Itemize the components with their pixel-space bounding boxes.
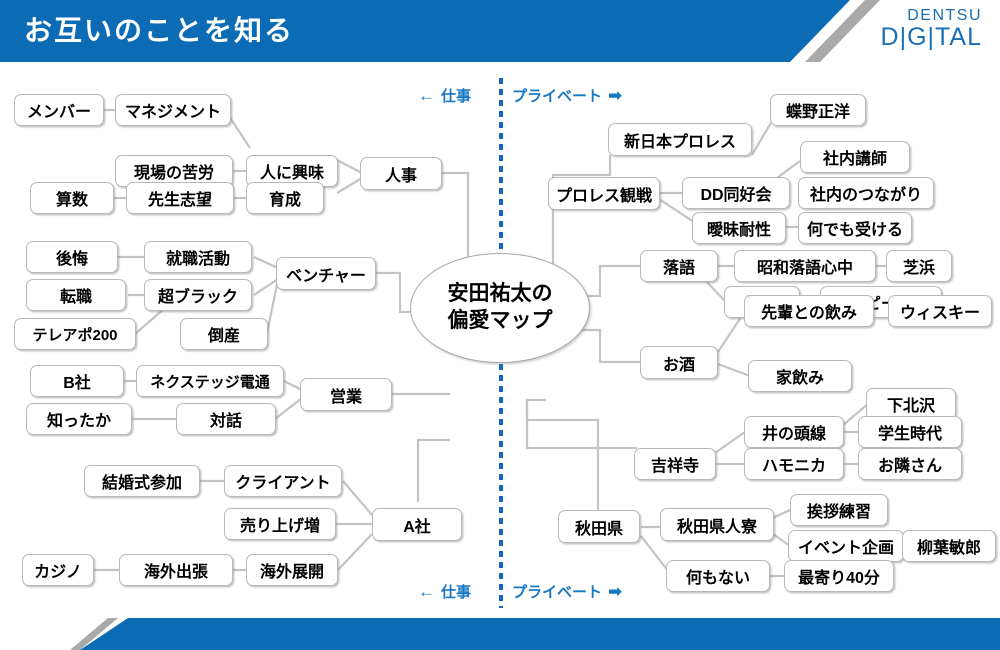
label-work-top: ← 仕事 <box>418 85 471 106</box>
arrow-right-icon: ➡ <box>608 86 623 105</box>
node-shibahama[interactable]: 芝浜 <box>886 250 952 282</box>
node-shanai-koushi[interactable]: 社内講師 <box>800 141 910 173</box>
node-casino[interactable]: カジノ <box>22 554 94 586</box>
node-kaigai-tenkai[interactable]: 海外展開 <box>246 554 338 586</box>
center-node-line1: 安田祐太の <box>447 282 553 306</box>
node-a-sha[interactable]: A社 <box>372 508 462 541</box>
label-private-top-text: プライベート <box>512 88 603 105</box>
label-work-bottom: ← 仕事 <box>418 581 471 602</box>
node-gakusei-jidai[interactable]: 学生時代 <box>858 416 962 448</box>
logo-text-dentsu: DENTSU <box>907 7 982 24</box>
center-node-line2: 偏愛マップ <box>447 309 553 332</box>
node-shittaka[interactable]: 知ったか <box>26 403 132 435</box>
node-shimokita[interactable]: 下北沢 <box>866 388 956 420</box>
dentsu-digital-logo: DENTSU D|G|TAL <box>881 8 982 50</box>
label-private-top: プライベート ➡ <box>512 85 622 106</box>
node-aisatsu[interactable]: 挨拶練習 <box>790 494 888 526</box>
node-inokashira[interactable]: 井の頭線 <box>744 416 844 448</box>
node-shuushoku[interactable]: 就職活動 <box>144 241 252 273</box>
node-taiwa[interactable]: 対話 <box>176 403 276 435</box>
node-telapo[interactable]: テレアポ200 <box>14 318 136 350</box>
label-work-bottom-text: 仕事 <box>441 584 472 601</box>
node-whisky[interactable]: ウィスキー <box>888 295 992 327</box>
logo-text-digital: D|G|TAL <box>880 23 982 51</box>
node-eigyou[interactable]: 営業 <box>300 378 392 411</box>
center-node[interactable]: 安田祐太の 偏愛マップ <box>410 253 590 363</box>
node-uriage[interactable]: 売り上げ増 <box>224 508 336 540</box>
node-puroresu-kansen[interactable]: プロレス観戦 <box>548 177 660 210</box>
node-kekkonshiki[interactable]: 結婚式参加 <box>84 465 200 497</box>
node-sensei-shibou[interactable]: 先生志望 <box>126 182 234 214</box>
node-ikusei[interactable]: 育成 <box>246 182 324 214</box>
node-member[interactable]: メンバー <box>14 94 104 126</box>
node-b-sha[interactable]: B社 <box>30 365 124 397</box>
node-nanimonai[interactable]: 何もない <box>666 560 770 592</box>
node-senpai-nomi[interactable]: 先輩との飲み <box>744 295 874 327</box>
footer-bar <box>80 618 1000 650</box>
node-osake[interactable]: お酒 <box>640 346 718 379</box>
node-nandemo-ukeru[interactable]: 何でも受ける <box>798 212 912 244</box>
label-private-bottom-text: プライベート <box>512 584 603 601</box>
node-dd-doukoukai[interactable]: DD同好会 <box>682 177 790 209</box>
node-nexstage[interactable]: ネクステッジ電通 <box>136 365 284 397</box>
node-kichijouji[interactable]: 吉祥寺 <box>634 448 716 480</box>
node-harmonica[interactable]: ハモニカ <box>744 448 844 480</box>
node-shinnihon[interactable]: 新日本プロレス <box>608 123 752 156</box>
node-tousan[interactable]: 倒産 <box>180 318 268 350</box>
node-genba-kurou[interactable]: 現場の苦労 <box>115 155 233 187</box>
node-otonari[interactable]: お隣さん <box>858 448 962 480</box>
arrow-left-icon-bottom: ← <box>418 582 435 601</box>
node-jinji[interactable]: 人事 <box>360 157 442 190</box>
arrow-right-icon-bottom: ➡ <box>608 582 623 601</box>
arrow-left-icon: ← <box>418 86 435 105</box>
node-koukai[interactable]: 後悔 <box>26 241 118 273</box>
node-event-kikaku[interactable]: イベント企画 <box>788 530 904 562</box>
node-akita-jinryou[interactable]: 秋田県人寮 <box>660 508 774 541</box>
node-rakugo[interactable]: 落語 <box>640 250 718 282</box>
node-aimai-taisei[interactable]: 曖昧耐性 <box>692 212 786 244</box>
page-title: お互いのことを知る <box>24 15 295 46</box>
node-yanagiba[interactable]: 柳葉敏郎 <box>902 530 996 562</box>
node-client[interactable]: クライアント <box>224 465 342 497</box>
label-private-bottom: プライベート ➡ <box>512 581 622 602</box>
header-bar <box>0 0 850 62</box>
node-akita-ken[interactable]: 秋田県 <box>558 510 640 543</box>
node-ienomi[interactable]: 家飲み <box>748 360 852 392</box>
node-chou-black[interactable]: 超ブラック <box>144 279 252 311</box>
node-tenshoku[interactable]: 転職 <box>26 279 126 311</box>
label-work-top-text: 仕事 <box>441 88 472 105</box>
node-shanai-tsunagari[interactable]: 社内のつながり <box>798 177 934 209</box>
node-venture[interactable]: ベンチャー <box>276 257 376 290</box>
node-chouno[interactable]: 蝶野正洋 <box>770 94 866 126</box>
node-moyori40[interactable]: 最寄り40分 <box>784 560 894 592</box>
node-kaigai-shucchou[interactable]: 海外出張 <box>119 554 233 586</box>
node-sansuu[interactable]: 算数 <box>30 182 114 214</box>
node-management[interactable]: マネジメント <box>115 94 231 126</box>
node-showa-rakugo[interactable]: 昭和落語心中 <box>734 250 876 282</box>
